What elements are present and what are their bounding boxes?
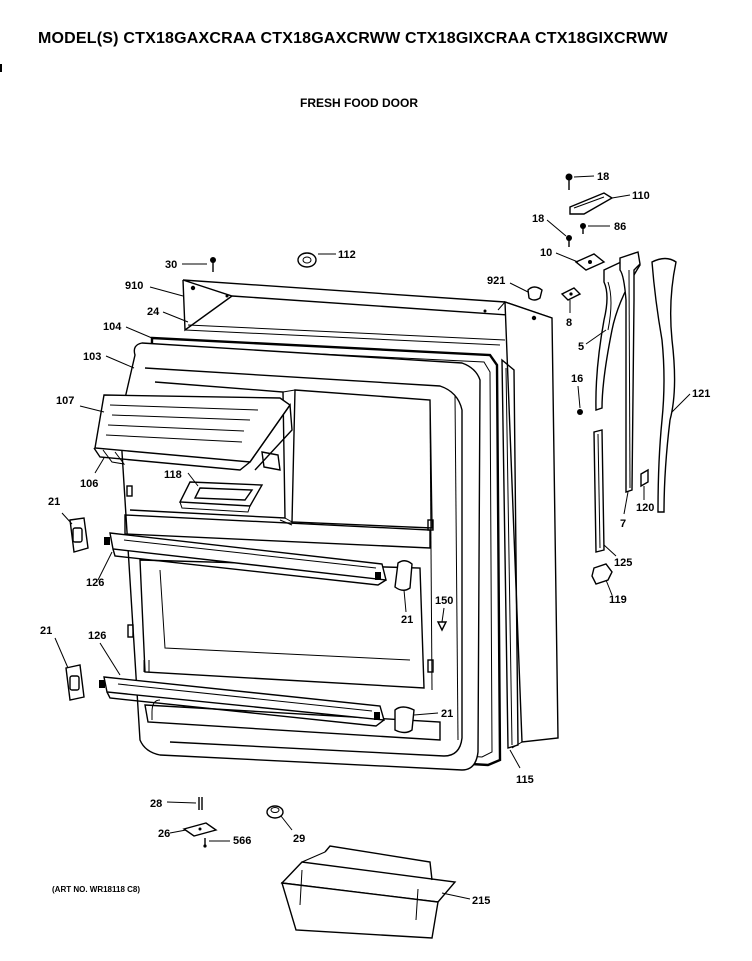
callout-28: 28	[150, 798, 162, 810]
callout-21a: 21	[48, 496, 60, 508]
bushing-921	[527, 286, 543, 301]
screw-30	[210, 257, 216, 272]
art-number: (ART NO. WR18118 C8)	[52, 885, 141, 894]
screw-86	[580, 223, 586, 234]
callout-118: 118	[164, 469, 182, 481]
callout-215: 215	[472, 895, 490, 907]
shelf-bar-lower	[99, 676, 385, 727]
bin-215	[280, 845, 457, 939]
callout-125: 125	[614, 557, 632, 569]
dairy-hinge-106	[102, 449, 126, 465]
callout-103: 103	[83, 351, 101, 363]
callout-24: 24	[147, 306, 160, 318]
callout-5: 5	[578, 341, 584, 353]
scan-mark	[0, 64, 2, 72]
callout-120: 120	[636, 502, 654, 514]
callout-26: 26	[158, 828, 170, 840]
leader-lines	[54, 175, 691, 900]
butter-tray-118	[178, 481, 264, 513]
hinge-10	[574, 253, 606, 271]
screw-18-mid	[566, 235, 572, 247]
callout-121: 121	[692, 388, 710, 400]
section-title: FRESH FOOD DOOR	[300, 96, 419, 110]
cap-119	[591, 563, 613, 585]
trim-121	[651, 257, 677, 513]
screw-28	[198, 797, 203, 810]
screw-18-top	[565, 173, 573, 190]
callout-910: 910	[125, 280, 143, 292]
callout-18b: 18	[532, 213, 544, 225]
callout-7: 7	[620, 518, 626, 530]
callout-126a: 126	[86, 577, 104, 589]
callout-10: 10	[540, 247, 552, 259]
callout-21c: 21	[401, 614, 413, 626]
callout-107: 107	[56, 395, 74, 407]
strip-125	[593, 429, 605, 553]
shelf-clips-21	[65, 517, 415, 734]
handle-5	[595, 251, 641, 493]
hinge-cover-110	[569, 192, 614, 215]
callout-8: 8	[566, 317, 572, 329]
callout-21b: 21	[40, 625, 52, 637]
gasket-retainer-115	[501, 358, 519, 749]
pin-566	[203, 838, 207, 848]
callout-86: 86	[614, 221, 626, 233]
callout-119: 119	[609, 594, 627, 606]
door-seal-strip	[184, 324, 506, 346]
clip-120	[640, 468, 649, 488]
hinge-pin-8	[560, 287, 582, 301]
screw-16	[577, 409, 583, 415]
callout-29: 29	[293, 833, 305, 845]
button-29	[266, 805, 284, 819]
callout-566: 566	[233, 835, 251, 847]
shelf-bar-upper	[104, 532, 387, 586]
door-cap-112	[297, 252, 317, 268]
callout-110: 110	[632, 190, 650, 202]
callout-18a: 18	[597, 171, 609, 183]
callout-115: 115	[516, 774, 534, 786]
callout-30: 30	[165, 259, 177, 271]
callout-921: 921	[487, 275, 505, 287]
callout-112: 112	[338, 249, 356, 261]
model-numbers-title: MODEL(S) CTX18GAXCRAA CTX18GAXCRWW CTX18…	[38, 30, 668, 47]
callout-126b: 126	[88, 630, 106, 642]
callout-106: 106	[80, 478, 98, 490]
dairy-door-107	[93, 394, 293, 471]
outer-door-panel	[182, 279, 559, 749]
callout-150: 150	[435, 595, 453, 607]
callout-16: 16	[571, 373, 583, 385]
callout-21d: 21	[441, 708, 453, 720]
bracket-26	[182, 822, 218, 837]
callout-104: 104	[103, 321, 122, 333]
